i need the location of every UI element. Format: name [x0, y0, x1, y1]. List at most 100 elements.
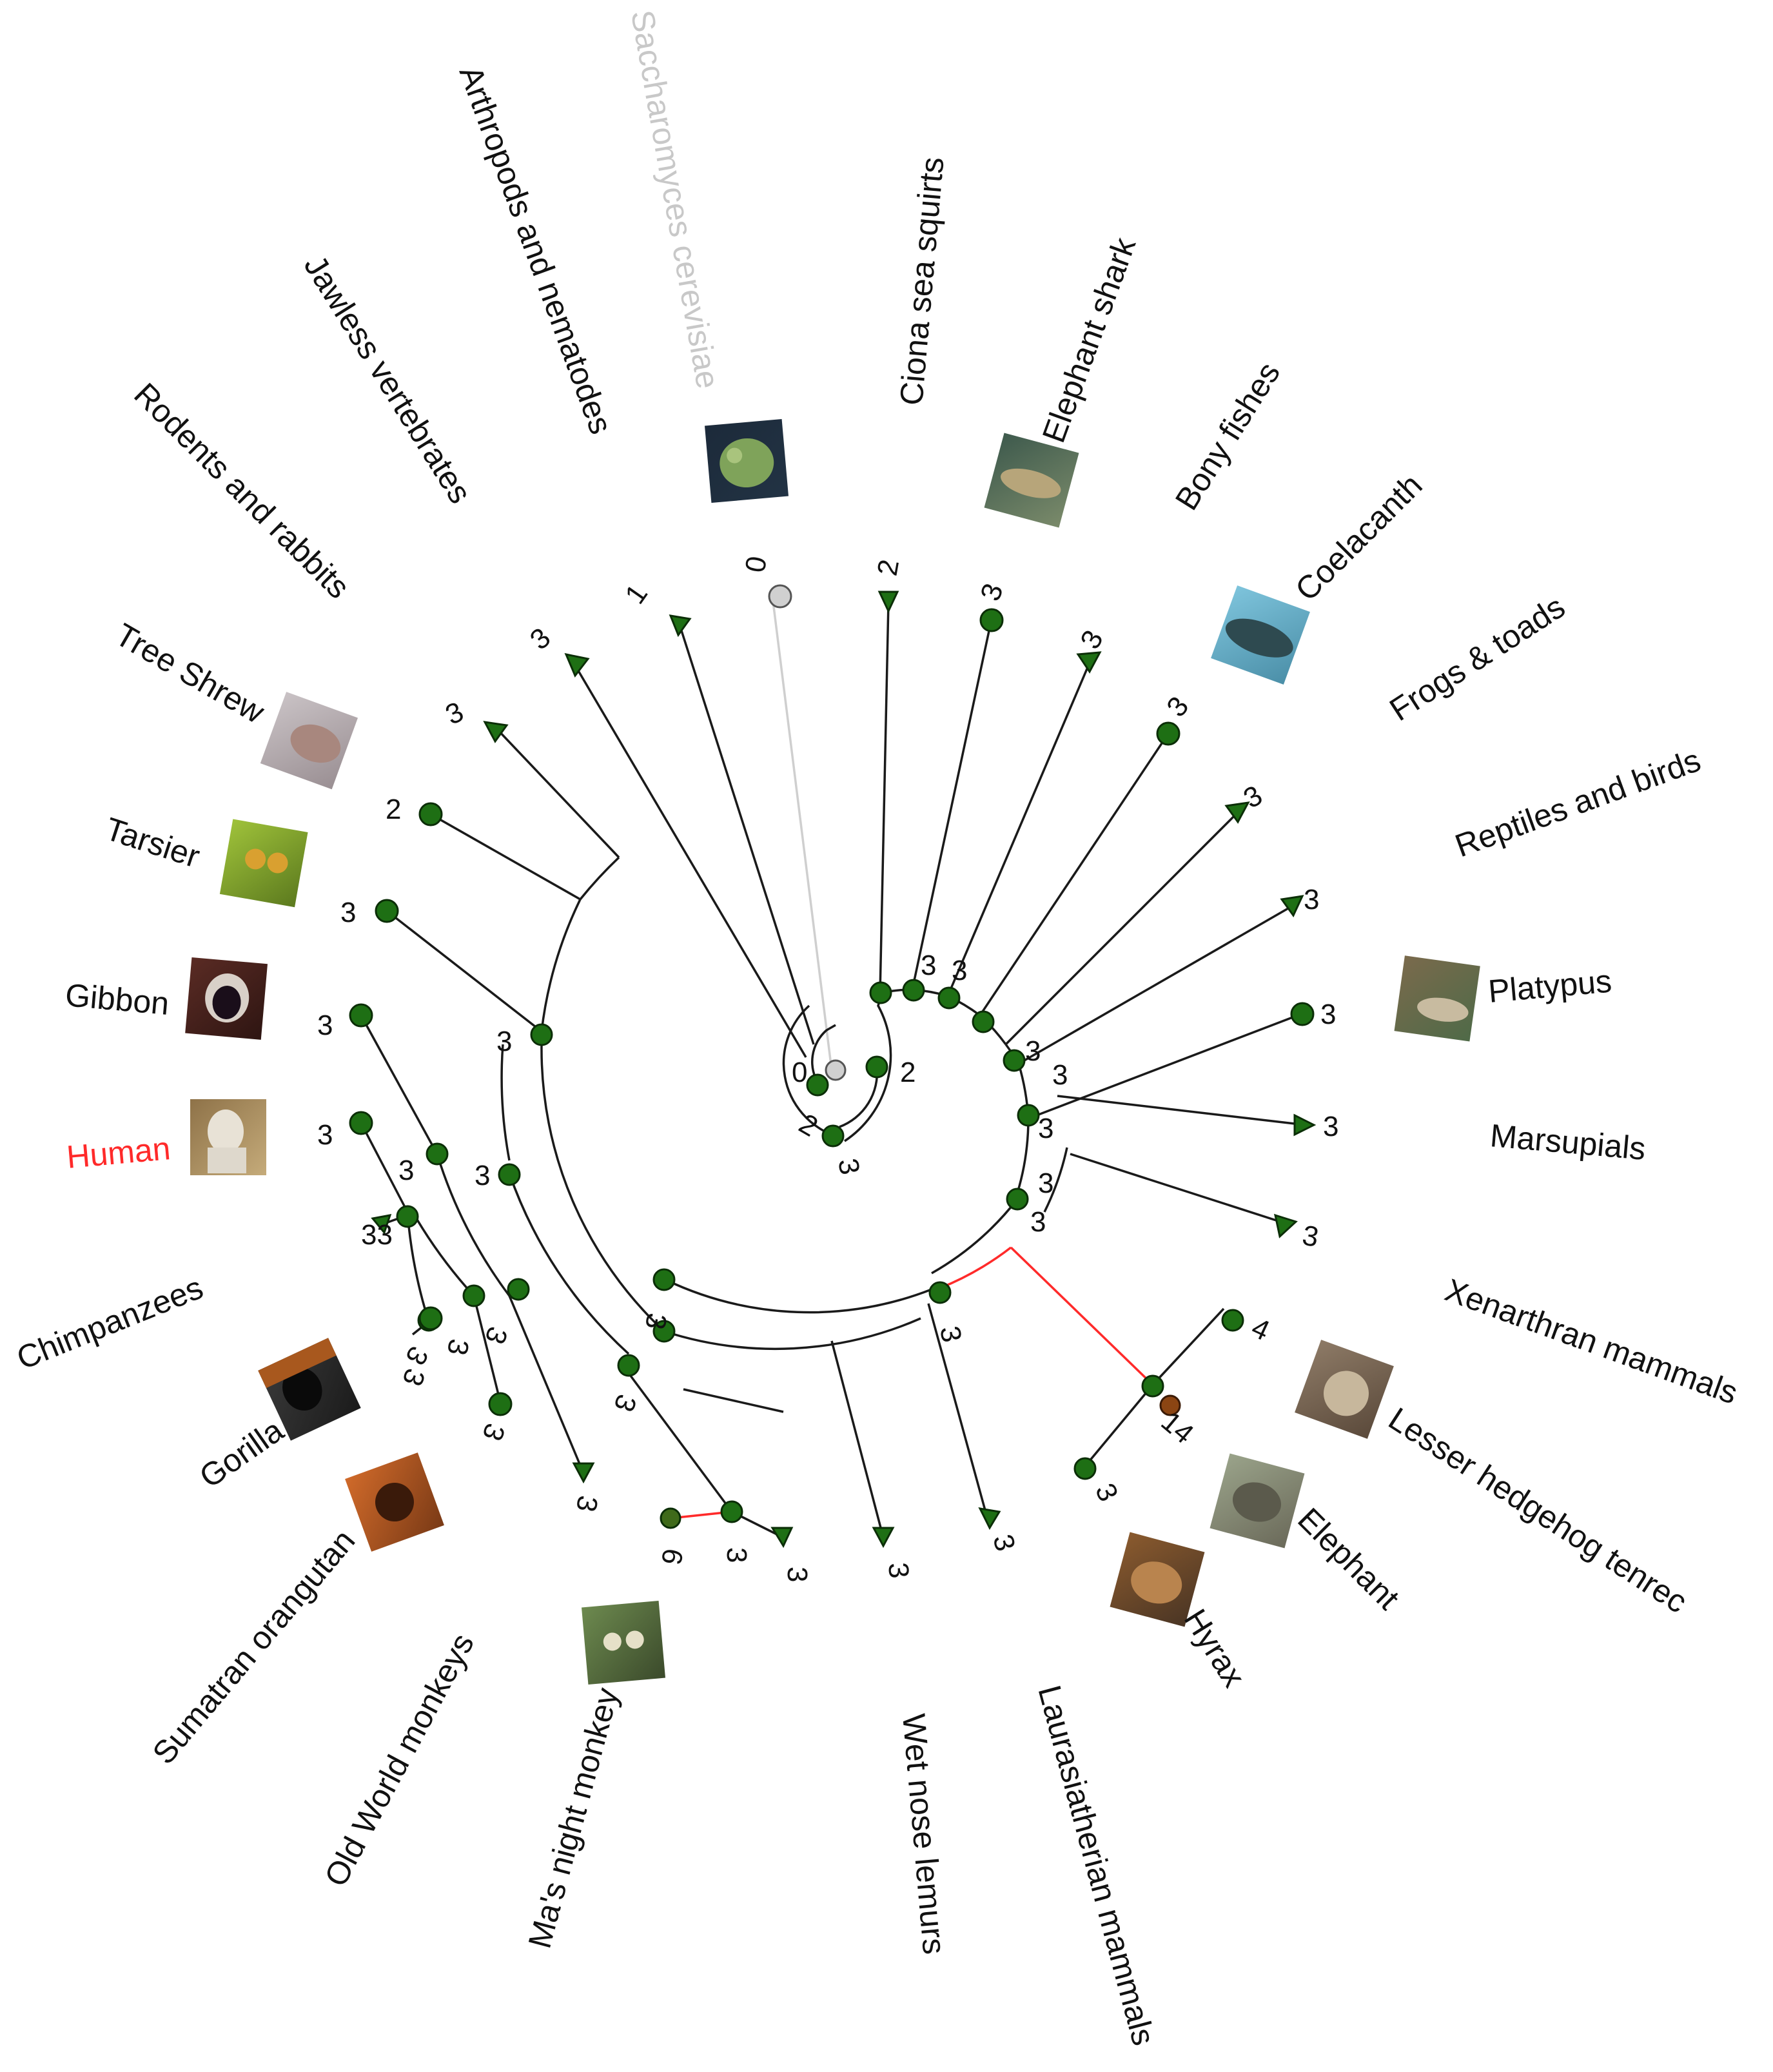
tip-frogs	[1224, 801, 1250, 824]
label-gorilla: Gorilla	[193, 1412, 290, 1495]
branch-orangutan	[473, 1295, 502, 1403]
count-inner-2: 2	[900, 1057, 916, 1088]
branch-arc-glires	[579, 856, 620, 901]
tip-wet-nose	[872, 1527, 895, 1549]
branch-afrotheria-arc	[939, 1246, 1012, 1289]
count-wet-nose: 3	[882, 1561, 915, 1580]
tip-marsupials	[1293, 1113, 1317, 1137]
human-statue-photo	[190, 1099, 266, 1175]
tip-orangutan	[488, 1392, 513, 1416]
triangle-tips	[371, 591, 1317, 1549]
branch-gibbon	[360, 1015, 438, 1155]
branch-arc-r8	[1043, 1147, 1068, 1213]
node-catarrhini	[426, 1142, 449, 1166]
branch-tenrec	[1151, 1307, 1225, 1386]
count-chimpanzees: 33	[361, 1219, 393, 1251]
tip-reptiles	[1280, 895, 1304, 917]
tip-xenarthran	[1274, 1213, 1298, 1238]
tip-arthropods	[669, 614, 692, 638]
count-boreo: 3	[639, 1311, 673, 1332]
tip-coelacanth	[1156, 721, 1180, 746]
tip-chimpanzees	[371, 1214, 392, 1235]
night-monkey-photo	[581, 1600, 666, 1685]
node-r7	[1006, 1187, 1029, 1211]
tip-rodents	[483, 721, 509, 743]
label-jawless: Jawless vertebrates	[297, 249, 479, 509]
branch-laurasiatherian	[927, 1303, 988, 1516]
label-marsupials: Marsupials	[1489, 1117, 1647, 1167]
node-r3	[937, 986, 961, 1010]
label-orangutan: Sumatran orangutan	[146, 1523, 362, 1771]
label-hyrax: Hyrax	[1177, 1603, 1253, 1693]
tip-elephant-shark	[979, 608, 1004, 632]
tip-ciona	[877, 591, 899, 614]
tip-laurasiatherian	[978, 1507, 1001, 1530]
label-wet-nose: Wet nose lemurs	[896, 1712, 952, 1956]
count-reptiles: 3	[1304, 884, 1319, 915]
node-r5	[1003, 1049, 1026, 1072]
node-anthro	[498, 1163, 521, 1186]
nodes	[349, 584, 1315, 1529]
count-coelacanth: 3	[1161, 690, 1195, 723]
tip-human	[349, 1111, 373, 1135]
label-human: Human	[65, 1130, 171, 1175]
node-r6	[1017, 1104, 1040, 1127]
branch-arc-simians	[508, 1173, 630, 1355]
node-hominidae	[462, 1284, 485, 1307]
label-platypus: Platypus	[1487, 963, 1613, 1010]
count-old-world: 3	[570, 1493, 604, 1514]
count-rodents: 3	[441, 696, 469, 731]
node-inner-c	[821, 1124, 845, 1148]
branch-saccharomyces	[771, 596, 833, 1071]
branch-arc-r7	[1014, 1118, 1030, 1200]
node-elephant	[1159, 1394, 1181, 1416]
count-elephant-shark: 3	[974, 580, 1009, 605]
node-inner-b	[865, 1055, 888, 1079]
node-afrotheria	[1141, 1374, 1164, 1398]
label-ciona: Ciona sea squirts	[893, 155, 950, 407]
count-cercopith: 3	[478, 1323, 513, 1349]
count-gibbon: 3	[317, 1010, 333, 1041]
gibbon-photo	[185, 957, 268, 1040]
count-night-monkey: 3	[781, 1567, 813, 1582]
count-r4: 3	[1025, 1035, 1041, 1067]
node-hyrax	[1073, 1457, 1097, 1480]
count-glires: 3	[496, 1026, 512, 1057]
count-marsupials: 3	[1323, 1111, 1338, 1142]
count-orangutan: 3	[476, 1420, 511, 1445]
branch-human	[360, 1122, 409, 1213]
node-cercopith	[507, 1278, 530, 1301]
count-human: 3	[317, 1119, 333, 1151]
tip-jawless	[564, 652, 590, 678]
branch-arc-euarch	[663, 1317, 921, 1351]
taxon-labels: Saccharomyces cerevisiae Ciona sea squir…	[12, 8, 1742, 2049]
count-tarsier: 3	[340, 897, 356, 928]
gorilla-photo	[258, 1338, 361, 1441]
branch-frogs	[1004, 811, 1239, 1046]
label-laurasiatherian: Laurasiatherian mammals	[1031, 1681, 1162, 2049]
branch-root-arc-4	[844, 992, 892, 1142]
node-inner-a	[806, 1073, 829, 1097]
label-arthropods: Arthropods and nematodes	[453, 61, 620, 439]
branch-extra	[683, 1388, 784, 1413]
node-r1	[869, 981, 892, 1004]
platypus-photo	[1394, 955, 1480, 1042]
label-saccharomyces: Saccharomyces cerevisiae	[624, 8, 726, 391]
branch-hyrax	[1082, 1383, 1154, 1470]
count-night-monkey-red: 6	[655, 1546, 689, 1567]
label-gibbon: Gibbon	[64, 977, 171, 1022]
orangutan-photo	[345, 1452, 444, 1552]
label-night-monkey: Ma's night monkey	[522, 1684, 626, 1952]
count-inner-2b: 2	[794, 1108, 823, 1143]
label-coelacanth: Coelacanth	[1288, 467, 1429, 607]
label-elephant: Elephant	[1291, 1501, 1406, 1616]
coelacanth-photo	[1211, 585, 1310, 685]
elephant-shark-photo	[984, 433, 1079, 528]
tenrec-photo	[1295, 1340, 1394, 1439]
label-tree-shrew: Tree Shrew	[110, 616, 271, 730]
count-simians: 3	[607, 1391, 642, 1416]
taxon-pictures	[185, 418, 1480, 1685]
label-old-world: Old World monkeys	[317, 1628, 481, 1893]
tip-night-monkey-tri	[770, 1527, 794, 1549]
tip-tree-shrew	[418, 802, 443, 826]
